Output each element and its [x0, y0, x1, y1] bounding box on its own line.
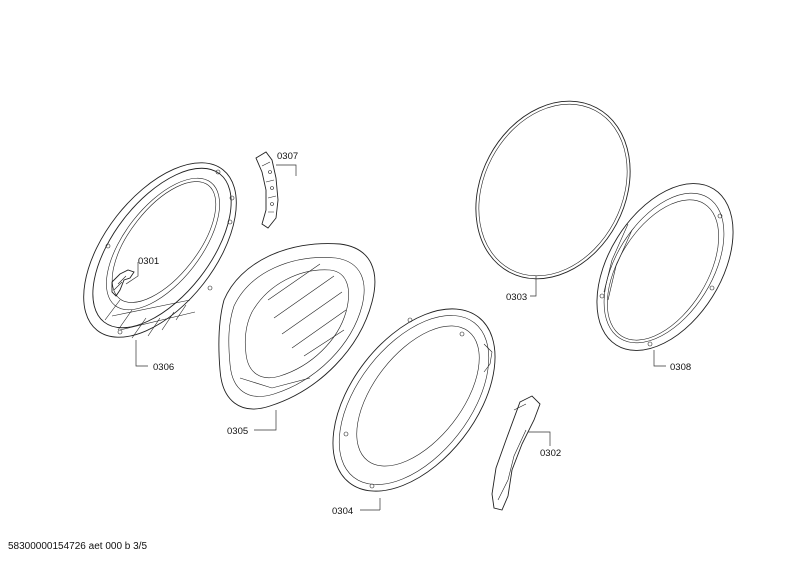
label-0306: 0306 [153, 362, 174, 373]
leader-0302 [528, 431, 551, 446]
leader-0304 [360, 498, 381, 511]
label-0304: 0304 [332, 506, 353, 517]
callout-labels: 0301 0302 0303 0304 0305 0306 0307 0308 [138, 151, 691, 517]
leader-0305 [254, 410, 277, 431]
leader-0308 [653, 350, 666, 367]
label-0302: 0302 [540, 448, 561, 459]
label-0301: 0301 [138, 256, 159, 267]
label-0308: 0308 [670, 362, 691, 373]
part-0301-latch [111, 269, 135, 297]
part-0308-outer-ring [596, 183, 734, 351]
label-0307: 0307 [277, 151, 298, 162]
part-0306-outer-door-frame [83, 162, 237, 339]
label-0303: 0303 [506, 292, 527, 303]
document-reference: 58300000154726 aet 000 b 3/5 [8, 541, 148, 552]
part-0303-glass-disc [475, 100, 631, 280]
part-0307-hinge [255, 151, 279, 229]
callout-leaders [125, 164, 666, 511]
label-0305: 0305 [227, 426, 248, 437]
part-0305-inner-glass [218, 243, 376, 410]
leader-0307 [276, 164, 297, 176]
leader-0301 [125, 262, 139, 285]
leader-0306 [135, 340, 148, 367]
leader-0303 [530, 276, 537, 297]
part-0302-handle [491, 395, 541, 511]
part-0304-inner-ring [332, 308, 496, 492]
